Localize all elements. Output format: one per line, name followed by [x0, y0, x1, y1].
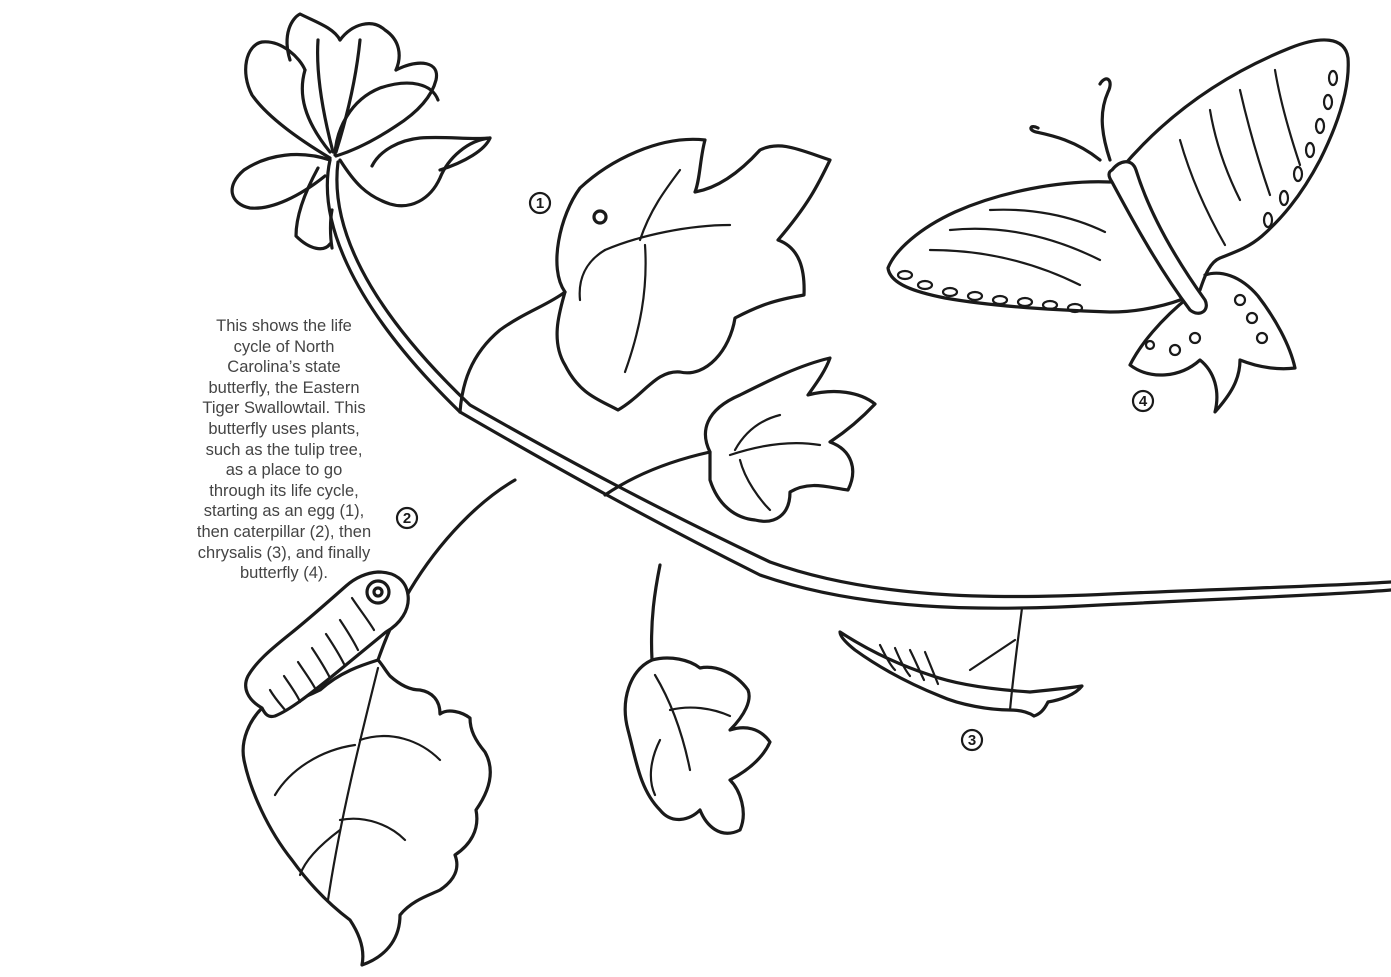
- leaf-middle: [605, 358, 875, 521]
- stage-marker-3-label: 3: [968, 732, 976, 749]
- stage-marker-2-label: 2: [403, 510, 411, 527]
- leaf-hanging: [625, 565, 770, 833]
- life-cycle-caption: This shows the life cycle of North Carol…: [196, 316, 372, 584]
- butterfly: [888, 40, 1348, 412]
- butterfly-egg: [594, 211, 606, 223]
- tulip-tree-branch: [327, 160, 1391, 608]
- stage-marker-1: 1: [530, 193, 550, 213]
- leaf-egg: [460, 139, 830, 412]
- tulip-flower: [232, 14, 490, 249]
- stage-marker-1-label: 1: [536, 195, 544, 212]
- stage-marker-4: 4: [1133, 391, 1153, 411]
- chrysalis: [840, 608, 1082, 716]
- stage-marker-2: 2: [397, 508, 417, 528]
- stage-marker-3: 3: [962, 730, 982, 750]
- stage-marker-4-label: 4: [1139, 393, 1148, 410]
